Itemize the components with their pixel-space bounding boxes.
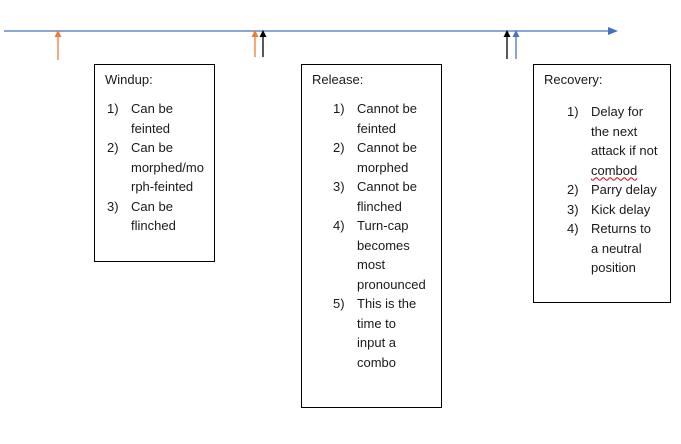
- marker-orange-1-arrowhead: [54, 30, 62, 37]
- item-text: Returns to a neutral position: [591, 221, 651, 275]
- list-item: 5) This is the time to input a combo: [333, 294, 427, 372]
- item-text: Can be feinted: [131, 101, 173, 136]
- list-item: 3) Can be flinched: [107, 197, 208, 236]
- list-item: 3) Cannot be flinched: [333, 177, 427, 216]
- list-item: 4) Turn-cap becomes most pronounced: [333, 216, 427, 294]
- list-item: 1) Cannot be feinted: [333, 99, 427, 138]
- list-item: 2) Can be morphed/morph-feinted: [107, 138, 208, 197]
- item-text-main: Delay for the next attack if not: [591, 104, 658, 158]
- windup-list: 1) Can be feinted 2) Can be morphed/morp…: [107, 99, 208, 236]
- recovery-title: Recovery:: [544, 72, 603, 87]
- timeline-arrowhead: [608, 27, 618, 35]
- list-item: 3) Kick delay: [567, 200, 658, 220]
- list-item: 2) Cannot be morphed: [333, 138, 427, 177]
- spellcheck-word: combod: [591, 162, 638, 178]
- release-box: Release: 1) Cannot be feinted 2) Cannot …: [301, 64, 442, 408]
- item-number: 2): [107, 140, 119, 155]
- list-item: 1) Can be feinted: [107, 99, 208, 138]
- list-item: 1) Delay for the next attack if not comb…: [567, 102, 658, 180]
- recovery-box: Recovery: 1) Delay for the next attack i…: [533, 64, 671, 303]
- item-number: 2): [333, 140, 345, 155]
- windup-box: Windup: 1) Can be feinted 2) Can be morp…: [94, 64, 215, 262]
- item-number: 3): [567, 201, 579, 217]
- recovery-list: 1) Delay for the next attack if not comb…: [567, 102, 658, 278]
- marker-black-1-arrowhead: [259, 30, 267, 37]
- windup-title: Windup:: [105, 72, 153, 87]
- marker-orange-2-arrowhead: [251, 30, 259, 37]
- marker-blue-1-arrowhead: [512, 30, 520, 37]
- item-number: 1): [333, 101, 345, 116]
- marker-black-2-arrowhead: [503, 30, 511, 37]
- item-number: 3): [107, 198, 119, 214]
- item-text: Cannot be flinched: [357, 179, 417, 214]
- release-title: Release:: [312, 72, 364, 87]
- list-item: 2) Parry delay: [567, 180, 658, 200]
- item-text: Delay for the next attack if not combod: [591, 102, 658, 180]
- item-text: Kick delay: [591, 201, 651, 217]
- item-text: Can be morphed/morph-feinted: [131, 140, 204, 194]
- item-number: 5): [333, 296, 345, 311]
- item-number: 4): [333, 218, 345, 233]
- item-number: 4): [567, 221, 579, 236]
- item-text: Turn-cap becomes most pronounced: [357, 218, 426, 292]
- item-number: 1): [107, 101, 119, 116]
- item-number: 3): [333, 179, 345, 194]
- release-list: 1) Cannot be feinted 2) Cannot be morphe…: [333, 99, 427, 372]
- item-text: Can be flinched: [131, 198, 176, 234]
- item-number: 2): [567, 182, 579, 197]
- item-number: 1): [567, 104, 579, 119]
- item-text: Cannot be feinted: [357, 101, 417, 136]
- item-text: Cannot be morphed: [357, 140, 417, 175]
- item-text: Parry delay: [591, 182, 657, 197]
- item-text: This is the time to input a combo: [357, 296, 417, 370]
- list-item: 4) Returns to a neutral position: [567, 219, 658, 278]
- timeline-markers: [54, 30, 520, 60]
